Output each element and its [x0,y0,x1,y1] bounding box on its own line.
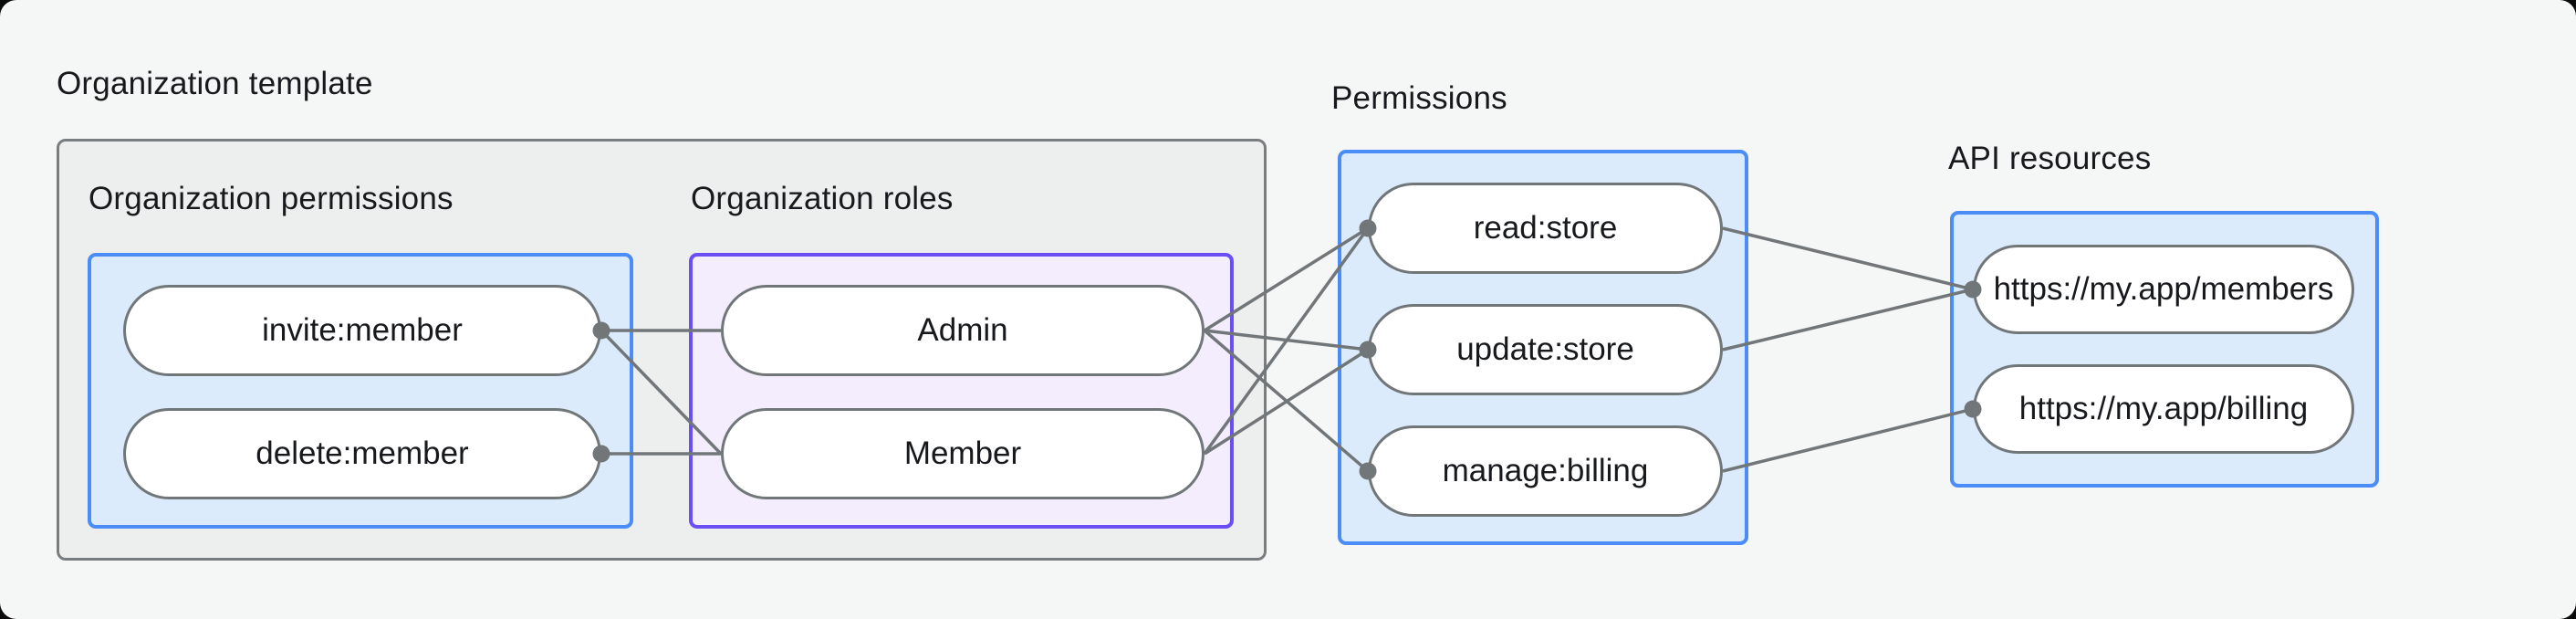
api-resources-heading: API resources [1948,141,2152,176]
node-api-members-url: https://my.app/members [1973,245,2354,334]
node-invite-member: invite:member [123,285,601,376]
organization-permissions-heading: Organization permissions [89,181,454,216]
node-manage-billing: manage:billing [1368,425,1723,517]
edge-manage-to-billing [1722,407,1974,473]
node-read-store: read:store [1368,183,1723,274]
edge-read-to-members [1722,226,1974,291]
edge-update-to-members [1722,288,1974,351]
node-member-role: Member [721,408,1205,499]
node-api-billing-url: https://my.app/billing [1973,364,2354,454]
node-delete-member: delete:member [123,408,601,499]
organization-roles-heading: Organization roles [691,181,954,216]
node-admin-role: Admin [721,285,1205,376]
node-update-store: update:store [1368,304,1723,395]
organization-template-label: Organization template [57,66,373,101]
permissions-heading: Permissions [1331,80,1507,116]
